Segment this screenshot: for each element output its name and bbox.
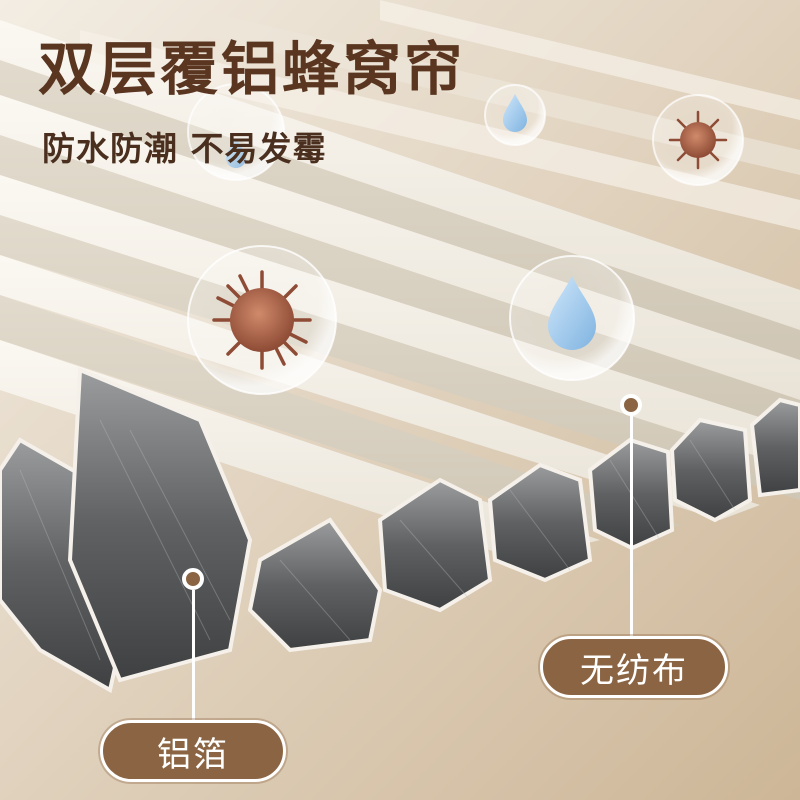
- virus-bubble-top-right: [652, 94, 744, 186]
- subheadline: 防水防潮 不易发霉: [42, 129, 327, 168]
- water-drop-bubble-right: [509, 255, 635, 381]
- virus-bubble-center: [187, 245, 337, 395]
- aluminum-foil-label: 铝箔: [100, 720, 286, 782]
- foil-cells: [0, 367, 800, 694]
- water-drop-icon: [503, 94, 527, 132]
- nonwoven-label: 无纺布: [540, 636, 728, 698]
- nonwoven-leader-line: [630, 414, 633, 638]
- water-drop-bubble-top-left: [187, 83, 285, 181]
- water-drop-bubble-small: [484, 84, 546, 146]
- aluminum-foil-marker-dot: [182, 568, 204, 590]
- foil-texture: [19, 419, 736, 661]
- aluminum-foil-leader-line: [192, 590, 195, 722]
- water-drop-icon: [226, 138, 246, 168]
- nonwoven-marker-dot: [620, 394, 642, 416]
- virus-icon: [212, 270, 312, 370]
- virus-icon: [668, 110, 728, 170]
- headline: 双层覆铝蜂窝帘: [38, 35, 466, 103]
- water-drop-icon: [548, 276, 596, 350]
- fabric-pleats: [0, 0, 800, 560]
